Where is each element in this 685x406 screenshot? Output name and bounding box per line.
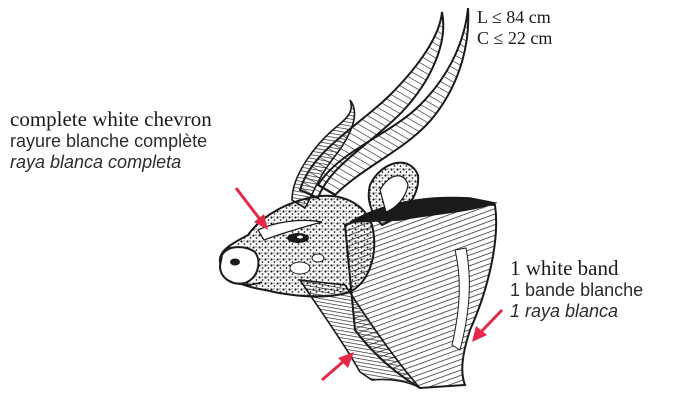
band-label-spanish: 1 raya blanca: [510, 301, 643, 322]
chevron-label-spanish: raya blanca completa: [10, 152, 212, 173]
band-label: 1 white band 1 bande blanche 1 raya blan…: [510, 256, 643, 322]
horn-length: L ≤ 84 cm: [477, 7, 552, 28]
chevron-label-french: rayure blanche complète: [10, 131, 212, 152]
muzzle: [220, 247, 258, 284]
fringe-pointer-arrow: [322, 352, 354, 380]
horn-measurements: L ≤ 84 cm C ≤ 22 cm: [477, 7, 552, 49]
chevron-label: complete white chevron rayure blanche co…: [10, 107, 212, 173]
nostril: [230, 259, 240, 266]
chevron-pointer-arrow: [236, 188, 268, 230]
band-label-french: 1 bande blanche: [510, 280, 643, 301]
cheek-spot: [290, 262, 310, 274]
chevron-label-english: complete white chevron: [10, 107, 212, 131]
horn-circumference: C ≤ 22 cm: [477, 28, 552, 49]
band-label-english: 1 white band: [510, 256, 643, 280]
